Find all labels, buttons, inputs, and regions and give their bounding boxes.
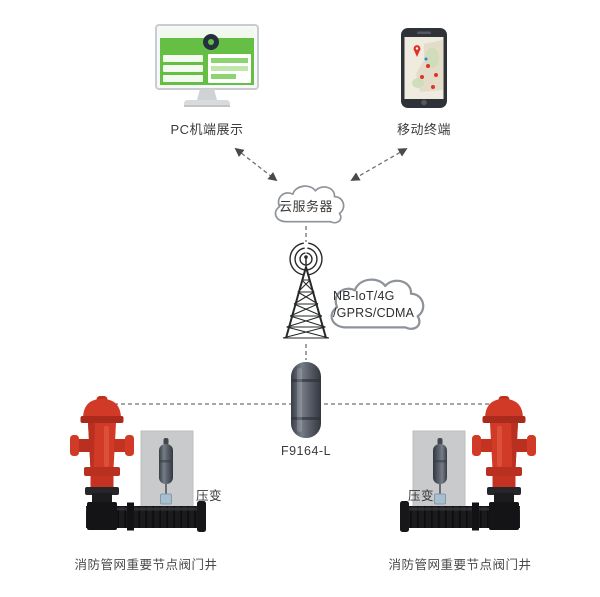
- connector-mobile-cloud: [350, 148, 408, 181]
- valve-well-left-label: 消防管网重要节点阀门井: [74, 558, 218, 572]
- pressure-sensor-left-icon: [140, 430, 194, 512]
- connector-lines: [100, 147, 504, 405]
- valve-well-right: [400, 396, 536, 532]
- pressure-transducer-right-label: 压变: [408, 489, 435, 503]
- network-protocols-label: NB-IoT/4G /GPRS/CDMA: [333, 289, 415, 320]
- connector-pc-cloud: [234, 147, 278, 182]
- fire-hydrant-left-icon: [70, 396, 134, 509]
- valve-well-right-label: 消防管网重要节点阀门井: [388, 558, 532, 572]
- desktop-monitor-icon: [155, 24, 259, 107]
- signal-tower-icon: [282, 242, 330, 339]
- smartphone-map-icon: [401, 28, 447, 108]
- fire-hydrant-right-icon: [472, 396, 536, 509]
- signal-waves-icon: [289, 242, 323, 276]
- pc-label: PC机端展示: [170, 122, 244, 137]
- valve-well-left: [70, 396, 206, 532]
- device-model-label: F9164-L: [280, 444, 332, 458]
- nbiot-transmitter-icon: [291, 362, 321, 438]
- mobile-label: 移动终端: [396, 122, 451, 137]
- pressure-transducer-left-label: 压变: [196, 489, 223, 503]
- cloud-server-label: 云服务器: [278, 199, 333, 214]
